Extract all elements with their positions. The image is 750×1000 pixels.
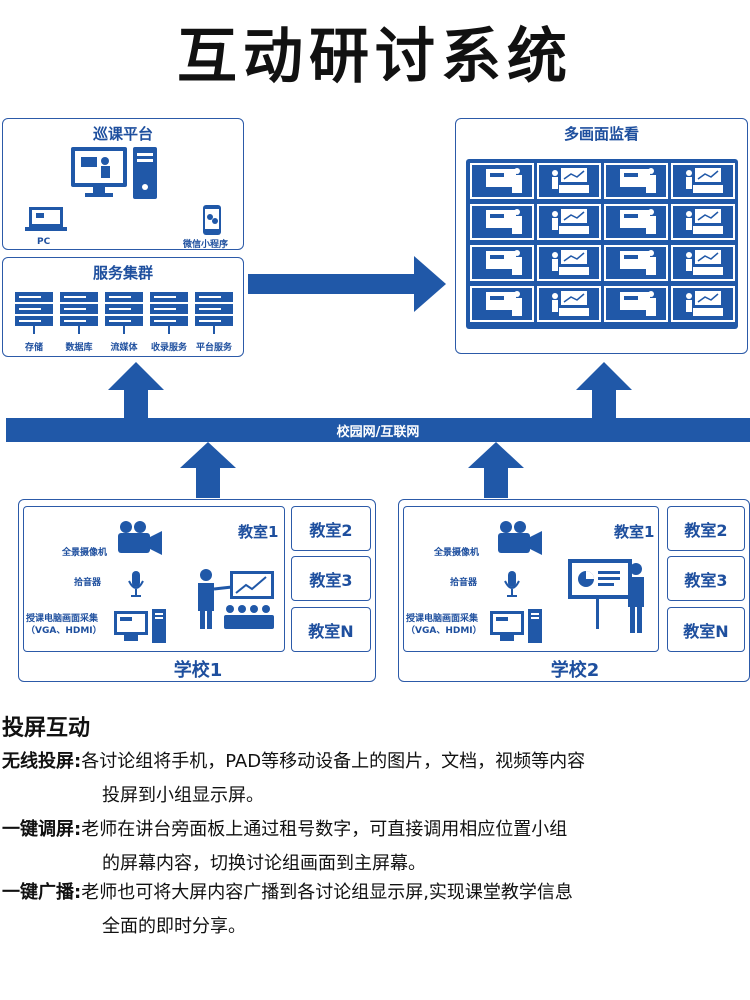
school2-room-2: 教室2 <box>667 506 745 551</box>
monitor-screen <box>604 204 668 240</box>
feature-2-line2: 的屏幕内容，切换讨论组画面到主屏幕。 <box>102 853 426 874</box>
monitor-screen <box>604 163 668 199</box>
arrow-up-left-icon <box>108 362 164 420</box>
monitor-screen <box>671 204 735 240</box>
feature-1-name: 无线投屏: <box>2 751 82 772</box>
server-label-storage: 存储 <box>24 343 43 353</box>
monitor-screen <box>604 245 668 281</box>
server-label-streaming: 流媒体 <box>110 343 138 353</box>
feature-2-name: 一键调屏: <box>2 819 82 840</box>
school1-room-n: 教室N <box>291 607 371 652</box>
server-cluster-panel: 服务集群 存储 数据库 流媒体 收录服务 平台服务 <box>2 257 244 357</box>
monitor-screen <box>537 245 601 281</box>
arrow-up-school2-icon <box>468 442 524 498</box>
monitor-screen <box>671 286 735 322</box>
feature-3-name: 一键广播: <box>2 882 82 903</box>
feature-2-line1: 老师在讲台旁面板上通过租号数字，可直接调用相应位置小组 <box>81 819 568 840</box>
monitor-screen <box>537 163 601 199</box>
multi-screen-monitor-panel: 多画面监看 <box>455 118 748 354</box>
microphone-icon <box>504 571 520 597</box>
school2-label: 学校2 <box>550 660 600 681</box>
teacher-presentation-icon <box>568 559 644 633</box>
server-label-database: 数据库 <box>65 343 93 353</box>
pc-capture-icon <box>490 609 542 643</box>
desktop-computer-icon <box>71 147 157 199</box>
camera-label: 全景摄像机 <box>434 548 480 558</box>
school2-room-3: 教室3 <box>667 556 745 601</box>
feature-1-line2: 投屏到小组显示屏。 <box>102 785 264 806</box>
smartphone-icon <box>203 205 221 235</box>
network-label: 校园网/互联网 <box>336 425 420 440</box>
feature-2: 一键调屏:老师在讲台旁面板上通过租号数字，可直接调用相应位置小组 的屏幕内容，切… <box>2 813 748 881</box>
main-classroom-label: 教室1 <box>614 523 655 541</box>
main-classroom-label: 教室1 <box>238 523 279 541</box>
camera-icon <box>118 521 162 555</box>
teacher-lecture-icon <box>198 569 274 629</box>
school1-room-2: 教室2 <box>291 506 371 551</box>
school2-main-classroom: 全景摄像机 拾音器 授课电脑画面采集 （VGA、HDMI） 教室1 <box>403 506 659 652</box>
school1-room-3: 教室3 <box>291 556 371 601</box>
monitor-wall <box>466 159 738 329</box>
school1-label: 学校1 <box>173 660 223 681</box>
school1-panel: 全景摄像机 拾音器 授课电脑画面采集 （VGA、HDMI） 教室1 <box>18 499 376 682</box>
monitor-screen <box>671 245 735 281</box>
tour-platform-panel: 巡课平台 PC 微信小程序 <box>2 118 244 250</box>
microphone-label: 拾音器 <box>450 578 478 588</box>
camera-label: 全景摄像机 <box>62 548 108 558</box>
monitor-screen <box>537 286 601 322</box>
pc-capture-icon <box>114 609 166 643</box>
pc-label: PC <box>37 237 51 247</box>
camera-icon <box>498 521 542 555</box>
server-cluster-title: 服务集群 <box>92 264 153 282</box>
monitor-screen <box>470 286 534 322</box>
server-label-recording: 收录服务 <box>150 343 187 353</box>
server-label-platform: 平台服务 <box>195 343 232 353</box>
arrow-right-icon <box>248 256 446 312</box>
arrow-up-school1-icon <box>180 442 236 498</box>
capture-sub-label: （VGA、HDMI） <box>26 626 102 636</box>
laptop-icon <box>25 207 67 231</box>
feature-3-line2: 全面的即时分享。 <box>102 916 246 937</box>
capture-sub-label: （VGA、HDMI） <box>406 626 482 636</box>
microphone-label: 拾音器 <box>74 578 102 588</box>
monitor-screen <box>537 204 601 240</box>
feature-1: 无线投屏:各讨论组将手机，PAD等移动设备上的图片，文档，视频等内容 投屏到小组… <box>2 745 748 813</box>
section-title: 投屏互动 <box>2 716 91 741</box>
server-rack-icon <box>15 292 233 334</box>
monitor-screen <box>470 204 534 240</box>
feature-1-line1: 各讨论组将手机，PAD等移动设备上的图片，文档，视频等内容 <box>81 751 586 772</box>
monitor-screen <box>671 163 735 199</box>
feature-3-line1: 老师也可将大屏内容广播到各讨论组显示屏,实现课堂教学信息 <box>81 882 573 903</box>
feature-3: 一键广播:老师也可将大屏内容广播到各讨论组显示屏,实现课堂教学信息 全面的即时分… <box>2 876 748 944</box>
network-bar <box>6 418 750 442</box>
monitor-screen <box>470 245 534 281</box>
capture-label: 授课电脑画面采集 <box>406 614 479 624</box>
microphone-icon <box>128 571 144 597</box>
arrow-up-right-icon <box>576 362 632 420</box>
capture-label: 授课电脑画面采集 <box>26 614 99 624</box>
monitor-screen <box>604 286 668 322</box>
tour-platform-title: 巡课平台 <box>92 125 153 143</box>
page-title: 互动研讨系统 <box>177 22 573 92</box>
monitor-screen <box>470 163 534 199</box>
monitor-title: 多画面监看 <box>563 125 639 143</box>
school2-room-n: 教室N <box>667 607 745 652</box>
school2-panel: 全景摄像机 拾音器 授课电脑画面采集 （VGA、HDMI） 教室1 教室2 教室… <box>398 499 750 682</box>
school1-main-classroom: 全景摄像机 拾音器 授课电脑画面采集 （VGA、HDMI） 教室1 <box>23 506 285 652</box>
mini-program-label: 微信小程序 <box>183 240 229 250</box>
